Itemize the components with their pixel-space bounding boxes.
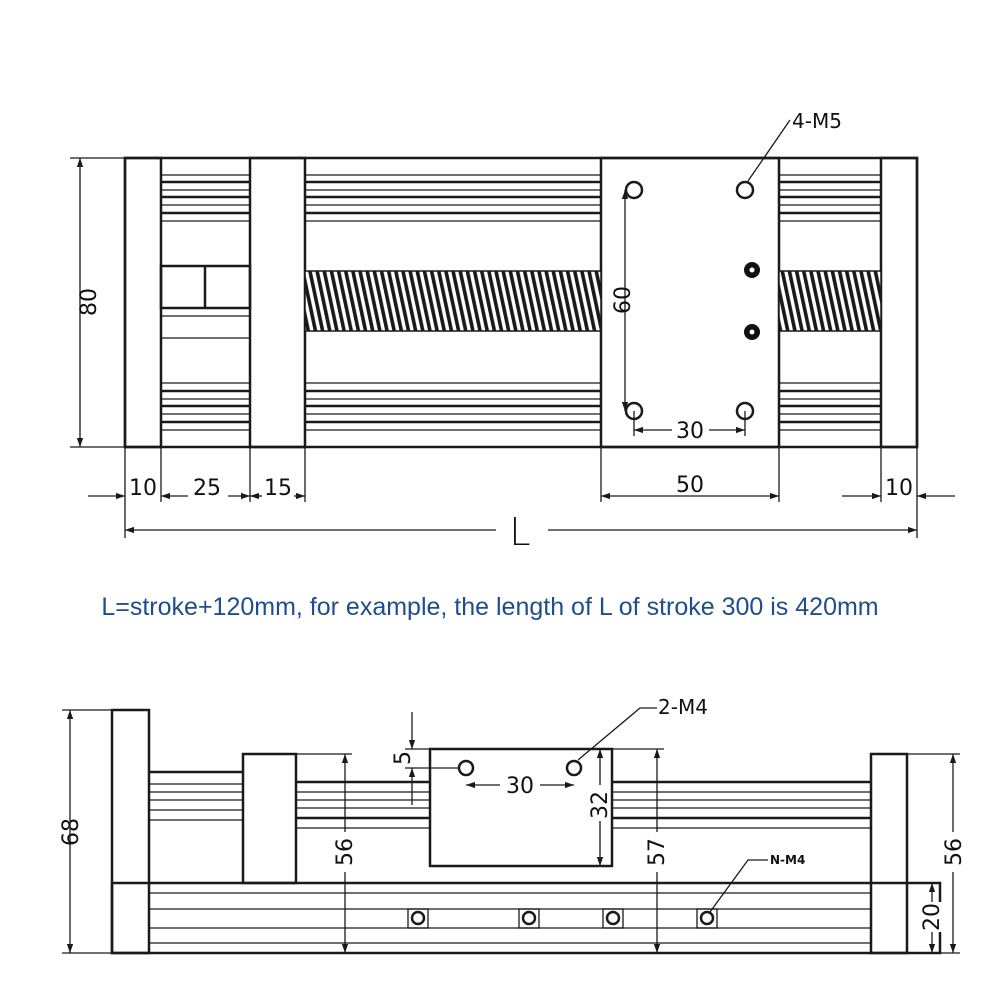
dim-offset: 5 bbox=[391, 751, 416, 765]
dim-end-left: 10 bbox=[129, 476, 157, 501]
mount-hole bbox=[565, 759, 583, 777]
dim-hole-spacing-side: 30 bbox=[506, 774, 534, 799]
holes-callout-side: 2-M4 bbox=[658, 695, 708, 719]
base-slots bbox=[407, 908, 718, 929]
top-view: 4-M5 60 30 80 10 25 15 50 bbox=[70, 109, 955, 554]
ball-screw-left bbox=[304, 270, 602, 332]
dim-hole-spacing-top: 30 bbox=[676, 419, 704, 444]
right-end-plate bbox=[879, 156, 919, 449]
lower-guide-rails bbox=[161, 382, 881, 431]
dim-plate-height: 32 bbox=[588, 791, 613, 819]
dim-total-height: 68 bbox=[59, 818, 84, 846]
side-view: 2-M4 30 5 32 68 56 57 56 bbox=[59, 695, 967, 955]
dim-block-width: 25 bbox=[193, 476, 221, 501]
dim-carriage-height: 57 bbox=[645, 838, 670, 866]
dim-inner-height: 60 bbox=[611, 286, 636, 314]
dim-height-top: 80 bbox=[77, 288, 102, 316]
ball-screw-right bbox=[778, 270, 882, 332]
mount-hole bbox=[457, 759, 475, 777]
coupling bbox=[159, 264, 252, 339]
side-left-end-plate bbox=[110, 708, 151, 955]
left-end-plate bbox=[123, 156, 163, 449]
dim-end-right: 10 bbox=[885, 476, 913, 501]
bearing-block bbox=[248, 156, 307, 449]
dim-base-height: 20 bbox=[920, 903, 945, 931]
upper-guide-rails bbox=[161, 174, 881, 222]
mount-hole bbox=[624, 180, 644, 200]
dim-carriage-width: 50 bbox=[676, 473, 704, 498]
dim-overall-length: L bbox=[509, 510, 530, 554]
holes-callout-top: 4-M5 bbox=[792, 109, 842, 133]
dim-gap: 15 bbox=[264, 476, 292, 501]
dim-right-height: 56 bbox=[942, 838, 967, 866]
length-formula: L=stroke+120mm, for example, the length … bbox=[101, 593, 878, 621]
side-carriage-plate bbox=[428, 747, 614, 868]
side-bearing-block bbox=[241, 752, 298, 885]
mount-hole bbox=[735, 180, 755, 200]
side-right-end-plate bbox=[869, 752, 909, 955]
dim-block-height: 56 bbox=[333, 838, 358, 866]
base-holes-callout: N-M4 bbox=[770, 853, 805, 867]
